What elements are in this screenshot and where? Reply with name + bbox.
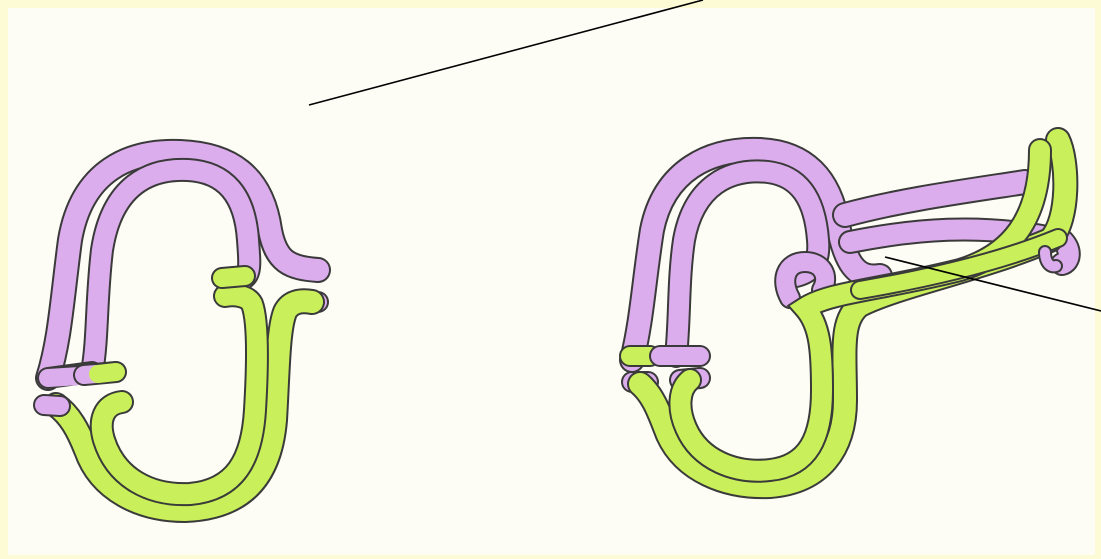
diagram-svg (0, 0, 1101, 559)
diagram-canvas (0, 0, 1101, 559)
